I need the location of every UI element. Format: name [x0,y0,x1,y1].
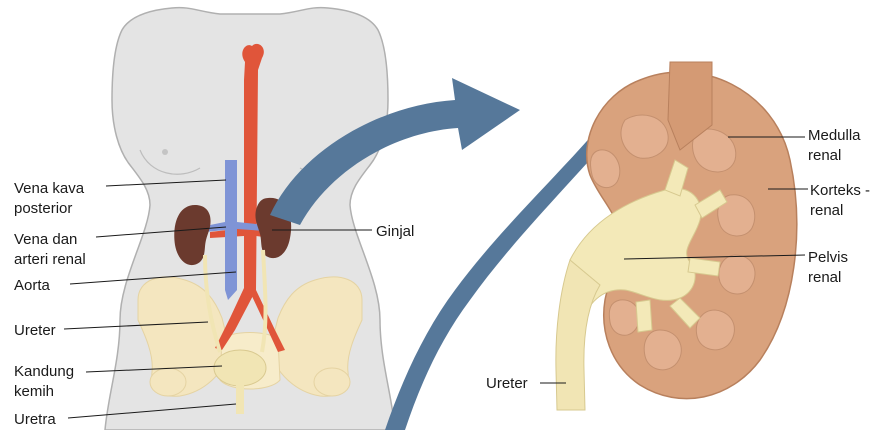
label-medulla-1: Medulla [808,127,861,144]
label-aorta: Aorta [14,277,51,294]
kidney-cross-section [556,62,797,410]
label-ureter-right: Ureter [486,375,528,392]
label-pelvis-1: Pelvis [808,249,848,266]
label-vena-arteri-2: arteri renal [14,251,86,268]
label-ginjal: Ginjal [376,223,414,240]
label-vena-arteri-1: Vena dan [14,231,77,248]
label-korteks-2: renal [810,202,843,219]
label-kandung-1: Kandung [14,363,74,380]
label-uretra: Uretra [14,411,56,428]
label-ureter-left: Ureter [14,322,56,339]
label-vena-kava-1: Vena kava [14,180,85,197]
label-medulla-2: renal [808,147,841,164]
label-korteks-1: Korteks - [810,182,870,199]
label-pelvis-2: renal [808,269,841,286]
label-kandung-2: kemih [14,383,54,400]
label-vena-kava-2: posterior [14,200,72,217]
